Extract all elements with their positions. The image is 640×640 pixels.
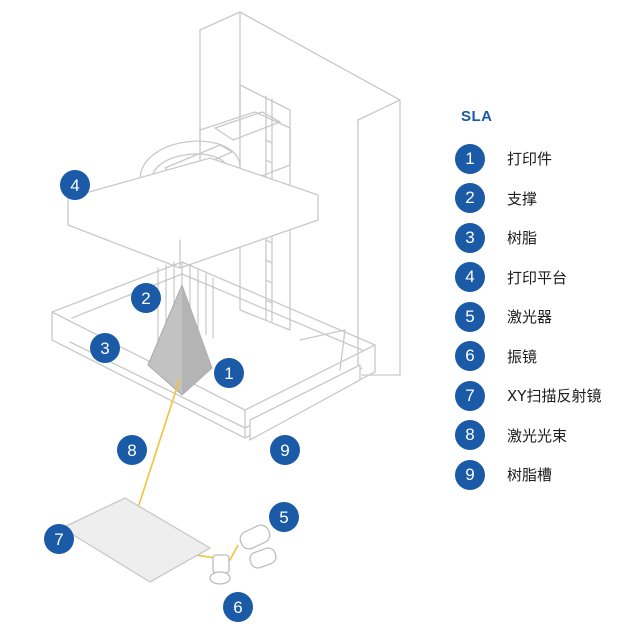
legend-label: 激光光束 (507, 426, 568, 445)
legend-number-badge: 1 (455, 143, 485, 174)
galvanometer-unit (212, 554, 230, 574)
callout-circle (131, 283, 161, 313)
legend-number-badge: 5 (455, 301, 485, 332)
callout-badge: 6 (223, 592, 253, 622)
callout-circle (270, 435, 300, 465)
legend: SLA 1 打印件 2 支撑 3 树脂 4 打印平台 5 激光器 6 振镜 7 XY扫描反射镜 8 激光光束 9… (455, 108, 635, 495)
callout-number: 3 (100, 339, 109, 358)
callout-number: 9 (280, 441, 289, 460)
callout-circle (223, 592, 253, 622)
legend-label: 振镜 (507, 347, 538, 366)
callout-number: 2 (141, 289, 150, 308)
callout-badge: 8 (117, 435, 147, 465)
legend-label: 树脂 (507, 229, 538, 248)
legend-item: 9 树脂槽 (455, 455, 635, 495)
callout-badge: 1 (214, 358, 244, 388)
callout-number: 7 (54, 530, 63, 549)
callout-number: 4 (70, 176, 79, 195)
legend-number-badge: 9 (455, 459, 485, 490)
callout-badge: 4 (60, 170, 90, 200)
legend-number-badge: 6 (455, 341, 485, 372)
legend-item: 1 打印件 (455, 139, 635, 179)
callout-badge: 3 (90, 333, 120, 363)
legend-item: 4 打印平台 (455, 258, 635, 298)
callout-circle (44, 524, 74, 554)
callout-circle (90, 333, 120, 363)
legend-item: 6 振镜 (455, 337, 635, 377)
legend-list: 1 打印件 2 支撑 3 树脂 4 打印平台 5 激光器 6 振镜 7 XY扫描反射镜 8 激光光束 9 树脂槽 (455, 139, 635, 495)
legend-label: XY扫描反射镜 (507, 387, 602, 406)
legend-number-badge: 7 (455, 380, 485, 411)
callout-number: 6 (233, 598, 242, 617)
callout-badge: 9 (270, 435, 300, 465)
callout-circle (214, 358, 244, 388)
callout-circle (269, 502, 299, 532)
legend-label: 打印平台 (507, 268, 568, 287)
laser-unit (239, 524, 271, 550)
callout-number: 8 (127, 441, 136, 460)
legend-item: 5 激光器 (455, 297, 635, 337)
callout-number: 5 (279, 508, 288, 527)
legend-item: 8 激光光束 (455, 416, 635, 456)
callout-badge: 7 (44, 524, 74, 554)
legend-item: 7 XY扫描反射镜 (455, 376, 635, 416)
legend-number-badge: 4 (455, 262, 485, 293)
callout-number: 1 (224, 364, 233, 383)
legend-number-badge: 3 (455, 222, 485, 253)
callout-circle (60, 170, 90, 200)
legend-label: 支撑 (507, 189, 538, 208)
legend-number-badge: 2 (455, 183, 485, 214)
callout-badge: 5 (269, 502, 299, 532)
legend-label: 激光器 (507, 308, 553, 327)
legend-item: 3 树脂 (455, 218, 635, 258)
legend-title: SLA (461, 108, 493, 125)
callout-badges: 1 2 3 4 5 6 7 8 9 (44, 170, 300, 622)
xy-scan-mirror (60, 497, 212, 583)
callout-circle (117, 435, 147, 465)
callout-badge: 2 (131, 283, 161, 313)
legend-label: 树脂槽 (507, 466, 553, 485)
legend-number-badge: 8 (455, 420, 485, 451)
legend-item: 2 支撑 (455, 179, 635, 219)
legend-label: 打印件 (507, 150, 553, 169)
